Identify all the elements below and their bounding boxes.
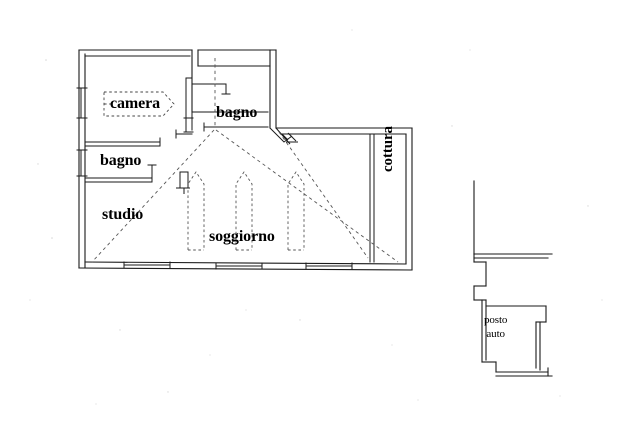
room-label-posto-auto-line1: posto: [484, 314, 508, 326]
room-label-posto-auto-line2: auto: [486, 327, 505, 340]
window-openings-bottom-wall: [123, 261, 353, 270]
room-label-studio: studio: [102, 206, 144, 223]
sight-line-right: [215, 129, 399, 263]
room-label-posto-auto: posto auto: [484, 314, 507, 342]
soggiorno-arch-openings: [187, 171, 305, 251]
scan-speckles: [29, 29, 603, 405]
camera-banner-arrow: [103, 91, 175, 117]
arch-opening-3: [287, 171, 305, 250]
pilaster-detail: [176, 171, 190, 194]
room-label-camera: camera: [110, 95, 161, 112]
sight-line-fan: [91, 58, 399, 263]
arch-opening-1: [187, 171, 205, 250]
exterior-wall-bottom-outer: [78, 267, 413, 271]
room-label-bagno-lower: bagno: [100, 152, 142, 169]
camera-arrow-outline: [103, 91, 175, 117]
sight-line-left: [91, 129, 215, 263]
room-label-soggiorno: soggiorno: [209, 228, 275, 245]
room-label-bagno-upper: bagno: [216, 104, 258, 121]
main-building-walls: [76, 49, 413, 271]
window-openings-left-wall: [76, 87, 88, 177]
sight-line-inner-right: [278, 131, 369, 259]
parking-structure-walls: [473, 180, 553, 377]
room-label-cottura: cottura: [380, 126, 396, 172]
entrance-door-detail: [269, 127, 298, 145]
arch-opening-2: [235, 171, 253, 250]
